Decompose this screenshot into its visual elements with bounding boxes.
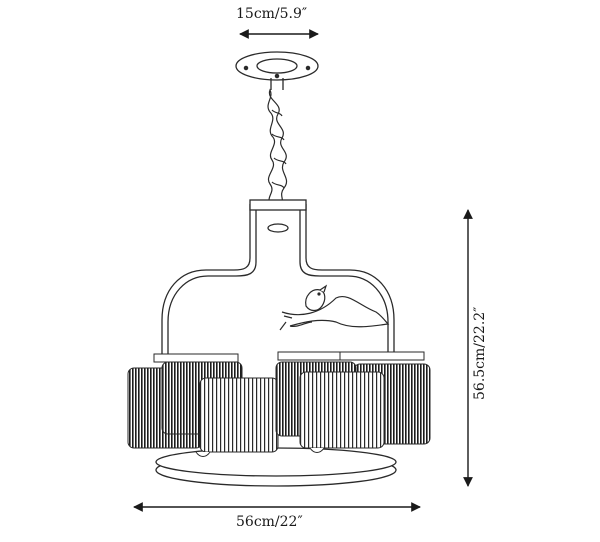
ceiling-canopy [235,51,319,90]
canopy-width-label: 15cm/5.9″ [236,6,308,22]
bird-on-branch-ornament [279,284,390,331]
overall-width-label: 56cm/22″ [236,514,303,530]
crystal-shade-center-left [161,361,279,457]
bottom-ring [155,447,397,487]
crystal-shade-center-right [275,351,385,453]
overall-height-label: 56.5cm/22.2″ [472,306,488,400]
suspension-chain [267,88,288,205]
chandelier-frame [161,199,395,356]
